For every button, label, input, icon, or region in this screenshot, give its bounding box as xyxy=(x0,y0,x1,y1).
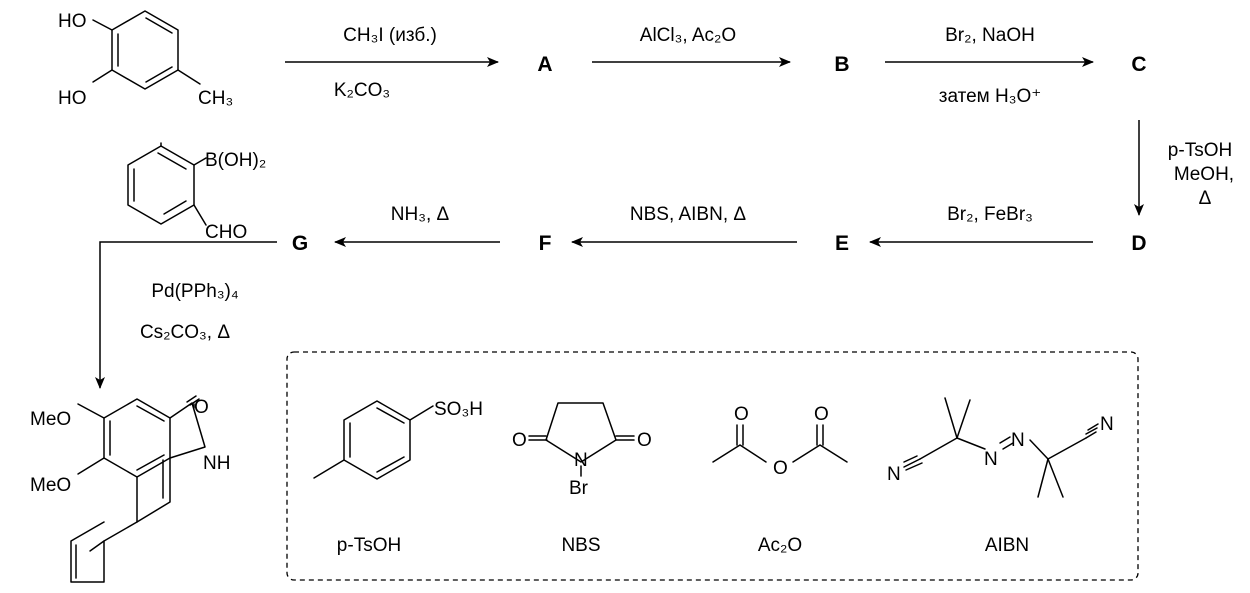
r1-reagent-top: CH₃I (изб.) xyxy=(343,25,437,46)
r4-reagent-line2: MeOH, xyxy=(1174,164,1234,185)
meo-bottom-label: MeO xyxy=(30,475,71,496)
reagent-legend-box xyxy=(286,351,1139,581)
ch3-label: CH₃ xyxy=(198,88,233,109)
compound-A: A xyxy=(537,53,552,76)
r3-reagent-top: Br₂, NaOH xyxy=(945,25,1035,46)
ac2o-name: Ac₂O xyxy=(758,535,802,556)
aibn-n-right-label: N xyxy=(1100,414,1114,435)
compound-F: F xyxy=(539,232,552,255)
starting-material-structure: HO HO CH₃ xyxy=(58,10,233,109)
r8-reagent-line1: Pd(PPh₃)₄ xyxy=(151,281,239,302)
r6-reagent-top: NBS, AIBN, Δ xyxy=(630,204,746,225)
ac2o-o-bridge-label: O xyxy=(773,458,788,479)
aibn-n-left-label: N xyxy=(887,464,901,485)
ptsoh-structure: SO₃H xyxy=(313,399,483,480)
r2-reagent-top: AlCl₃, Ac₂O xyxy=(640,25,736,46)
ho-bottom-label: HO xyxy=(58,88,87,109)
lactam-o-label: O xyxy=(194,397,209,418)
r5-reagent-top: Br₂, FeBr₃ xyxy=(947,204,1033,225)
boronic-b-oh2-label: B(OH)₂ xyxy=(205,150,266,171)
r4-reagent-line3: Δ xyxy=(1199,188,1212,209)
r7-reagent-top: NH₃, Δ xyxy=(391,204,450,225)
aibn-azo-n1-label: N xyxy=(984,449,998,470)
ac2o-o-left-label: O xyxy=(734,404,749,425)
aibn-name: AIBN xyxy=(985,535,1029,556)
aibn-structure: N N N N xyxy=(887,397,1114,498)
boronic-cho-label: CHO xyxy=(205,222,247,243)
boronic-acid-structure: B(OH)₂ CHO xyxy=(127,142,266,243)
arrow-to-product xyxy=(95,241,277,389)
r1-reagent-bottom: K₂CO₃ xyxy=(334,80,390,101)
nbs-o-left-label: O xyxy=(512,430,527,451)
compound-E: E xyxy=(835,232,849,255)
product-structure: MeO MeO O NH xyxy=(30,395,230,583)
ptsoh-so3h-label: SO₃H xyxy=(434,399,483,420)
r4-reagent-line1: p-TsOH xyxy=(1168,140,1232,161)
compound-G: G xyxy=(292,232,308,255)
ptsoh-name: p-TsOH xyxy=(337,535,401,556)
nbs-structure: O N O Br xyxy=(512,402,652,499)
aibn-azo-n2-label: N xyxy=(1011,430,1025,451)
nbs-br-label: Br xyxy=(569,478,589,499)
nbs-name: NBS xyxy=(561,535,600,556)
compound-B: B xyxy=(834,53,849,76)
nbs-o-right-label: O xyxy=(637,430,652,451)
ac2o-o-right-label: O xyxy=(814,404,829,425)
meo-top-label: MeO xyxy=(30,409,71,430)
lactam-nh-label: NH xyxy=(203,453,230,474)
nbs-n-label: N xyxy=(574,450,588,471)
r8-reagent-line2: Cs₂CO₃, Δ xyxy=(140,322,230,343)
compound-D: D xyxy=(1131,232,1146,255)
r3-reagent-bottom: затем H₃O⁺ xyxy=(939,86,1042,107)
compound-C: C xyxy=(1131,53,1146,76)
ac2o-structure: O O O xyxy=(712,404,848,479)
ho-top-label: HO xyxy=(58,11,87,32)
